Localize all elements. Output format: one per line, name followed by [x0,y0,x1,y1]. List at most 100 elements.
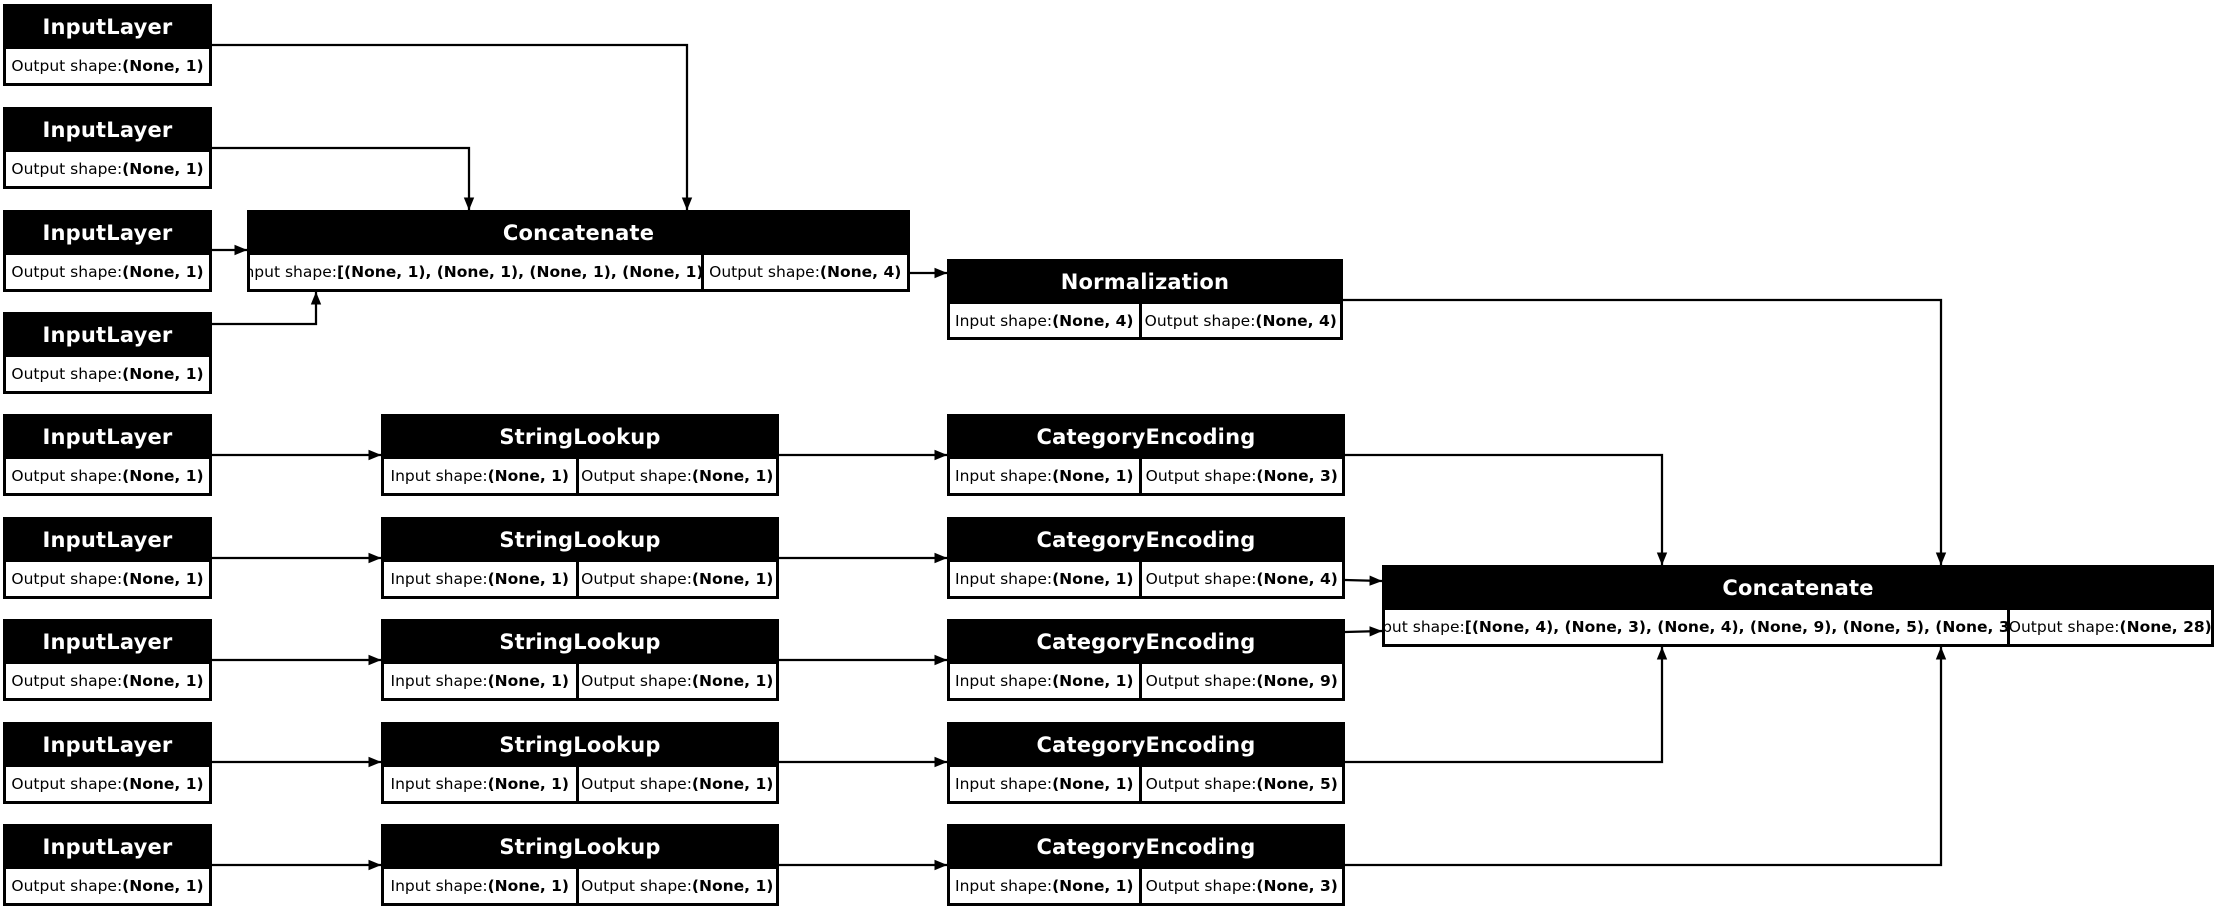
shape-value: (None, 1) [1052,570,1134,588]
layer-title: StringLookup [499,732,661,757]
shape-label: Output shape: [1144,311,1256,330]
output-shape-cell: Output shape: (None, 1) [6,869,209,903]
shape-label: Output shape: [1145,877,1257,895]
shape-label: Output shape: [11,672,123,690]
shape-value: (None, 9) [1256,672,1338,690]
input-shape-cell: Input shape: (None, 1) [384,869,576,903]
output-shape-cell: Output shape: (None, 1) [6,562,209,596]
output-shape-cell: Output shape: (None, 1) [6,459,209,493]
layer-title: InputLayer [42,322,173,347]
shape-value: (None, 1) [122,775,204,793]
shape-label: Input shape: [1385,618,1465,636]
layer-title: Normalization [1060,269,1230,294]
shape-row: Input shape: (None, 1)Output shape: (Non… [947,767,1345,804]
edge-encode-3-to-concat-2 [1344,626,1383,637]
shape-value: (None, 1) [122,365,204,383]
shape-label: Input shape: [955,467,1053,485]
input-shape-cell: Input shape: (None, 4) [950,304,1139,337]
shape-label: Output shape: [1145,672,1257,690]
edge-input-2-to-concat-1 [212,146,475,211]
shape-value: (None, 4) [1255,311,1337,330]
edge-input-1-to-concat-1 [212,43,693,211]
output-shape-cell: Output shape: (None, 3) [1141,869,1342,903]
shape-label: Output shape: [581,672,692,690]
layer-title: InputLayer [42,14,173,39]
output-shape-cell: Output shape: (None, 4) [1141,304,1340,337]
shape-row: Input shape: [(None, 1), (None, 1), (Non… [247,255,910,292]
shape-row: Output shape: (None, 1) [3,869,212,906]
shape-value: (None, 1) [122,672,204,690]
output-shape-cell: Output shape: (None, 1) [6,49,209,83]
shape-label: Output shape: [1145,775,1257,793]
shape-value: (None, 4) [1256,570,1338,588]
layer-title: InputLayer [42,834,173,859]
edge-input-4-to-concat-1 [212,291,322,326]
output-shape-cell: Output shape: (None, 28) [2009,610,2211,644]
layer-title: InputLayer [42,629,173,654]
layer-title: StringLookup [499,424,661,449]
layer-title: CategoryEncoding [1036,527,1256,552]
shape-label: Output shape: [11,57,123,75]
shape-value: (None, 1) [487,467,569,485]
shape-value: (None, 1) [487,877,569,895]
shape-label: Input shape: [390,877,488,895]
shape-label: Input shape: [955,775,1053,793]
layer-title: CategoryEncoding [1036,834,1256,859]
layer-title: InputLayer [42,732,173,757]
shape-label: Output shape: [581,467,692,485]
shape-row: Output shape: (None, 1) [3,767,212,804]
output-shape-cell: Output shape: (None, 1) [578,459,776,493]
shape-value: (None, 28) [2119,618,2211,636]
shape-value: (None, 1) [122,263,204,281]
shape-row: Input shape: (None, 1)Output shape: (Non… [947,869,1345,906]
edge-encode-1-to-concat-2 [1345,453,1668,566]
shape-label: Input shape: [390,672,488,690]
shape-value: (None, 1) [691,467,774,485]
shape-value: (None, 1) [691,672,774,690]
input-shape-cell: Input shape: (None, 1) [950,767,1139,801]
shape-label: Input shape: [955,311,1053,330]
shape-value: (None, 1) [691,877,774,895]
input-shape-cell: Input shape: (None, 1) [384,664,576,698]
output-shape-cell: Output shape: (None, 1) [6,152,209,186]
shape-label: Output shape: [11,570,123,588]
shape-value: [(None, 1), (None, 1), (None, 1), (None,… [336,263,701,281]
shape-label: Input shape: [390,775,488,793]
input-shape-cell: Input shape: (None, 1) [950,869,1139,903]
shape-row: Input shape: [(None, 4), (None, 3), (Non… [1382,610,2214,647]
shape-row: Output shape: (None, 1) [3,152,212,189]
input-shape-cell: Input shape: (None, 1) [384,459,576,493]
output-shape-cell: Output shape: (None, 1) [6,255,209,289]
input-shape-cell: Input shape: (None, 1) [384,767,576,801]
edge-encode-2-to-concat-2 [1344,575,1383,586]
input-shape-cell: Input shape: (None, 1) [950,664,1139,698]
shape-value: (None, 1) [122,877,204,895]
shape-row: Input shape: (None, 1)Output shape: (Non… [947,459,1345,496]
shape-label: Output shape: [709,263,820,281]
shape-label: Output shape: [581,775,692,793]
output-shape-cell: Output shape: (None, 9) [1141,664,1342,698]
layer-title: Concatenate [502,220,655,245]
layer-title: CategoryEncoding [1036,629,1256,654]
layer-title: InputLayer [42,220,173,245]
node-concat-1: ConcatenateInput shape: [(None, 1), (Non… [247,210,910,292]
shape-label: Output shape: [1145,570,1257,588]
shape-label: Output shape: [11,160,123,178]
layer-title: StringLookup [499,834,661,859]
shape-row: Input shape: (None, 1) Output shape: (Non… [381,664,779,701]
shape-value: (None, 1) [691,570,774,588]
